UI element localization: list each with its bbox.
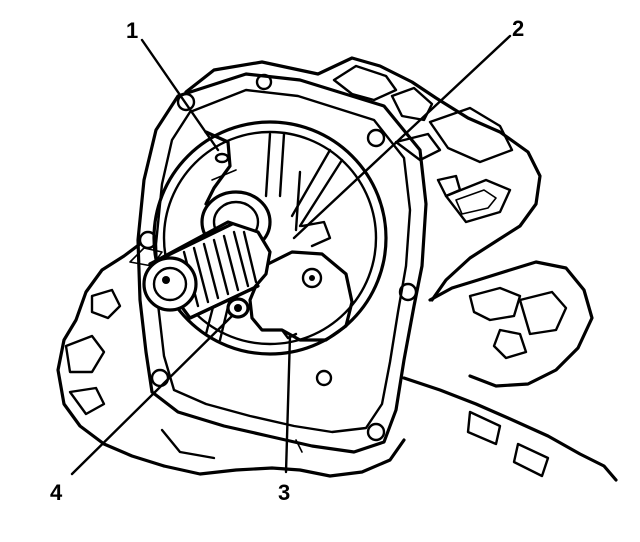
callout-4: 4 [50,480,63,505]
oil-pump-body [152,120,388,356]
callout-3: 3 [278,480,290,505]
callout-2: 2 [512,16,524,41]
leader-line-2 [292,34,512,240]
bolt-hole-left [138,230,158,250]
pump-bolt [301,267,323,289]
input-shaft [142,190,272,320]
leader-lines [70,34,512,476]
bolt-hole-right [398,282,418,302]
callout-labels: 1 2 3 4 [50,16,524,505]
bolt-hole-top-left [176,92,196,112]
bolt-hole-bottom-left [150,368,170,388]
leader-line-1 [140,38,220,152]
callout-1: 1 [126,18,138,43]
pump-port [226,297,250,319]
leader-line-4 [70,314,234,476]
pump-vent-hole [214,152,230,164]
shaft-end-face [142,256,198,312]
leader-line-3 [284,334,292,474]
bolt-hole-top-right [366,128,386,148]
transmission-case [56,56,618,482]
bolt-hole-bottom-right [366,422,386,442]
